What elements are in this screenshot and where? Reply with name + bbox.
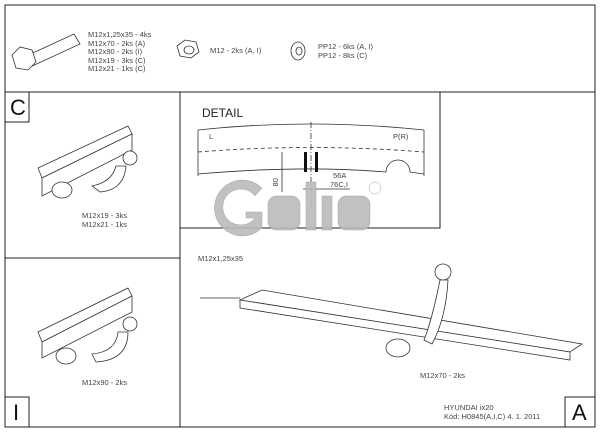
part-label: M12x90 - 2ks (I): [88, 47, 143, 57]
footer-code: Kód: H0845(A,I,C) 4. 1. 2011: [444, 412, 541, 421]
part-label: M12x21 - 1ks (C): [88, 64, 146, 74]
part-label: M12x19 - 3ks (C): [88, 55, 146, 65]
hitch-c-drawing: [37, 125, 138, 199]
part-label: PP12 - 6ks (A, I): [318, 42, 374, 51]
part-label: M12x1,25x35 - 4ks: [88, 30, 152, 39]
panel-a-callout-top: M12x1,25x35: [198, 254, 244, 263]
galia-logo: [214, 179, 382, 237]
detail-left-label: L: [209, 132, 214, 141]
washer-list: PP12 - 6ks (A, I) PP12 - 8ks (C): [318, 42, 374, 60]
panel-label-i: I: [13, 400, 20, 425]
part-label: M12x70 - 2ks (A): [88, 38, 146, 48]
washer-icon: [290, 41, 306, 61]
part-label: PP12 - 8ks (C): [318, 50, 368, 60]
hitch-a-drawing: [200, 263, 584, 361]
detail-bumper: [197, 122, 425, 210]
detail-dim-h1: 56A: [333, 171, 347, 180]
detail-right-label: P(R): [393, 132, 409, 141]
callout: M12x19 - 3ks: [82, 211, 128, 220]
hitch-i-drawing: [37, 287, 138, 365]
detail-dim-h2: 76C,I: [330, 180, 348, 189]
panel-i-callout: M12x90 - 2ks: [82, 378, 128, 387]
nut-label: M12 - 2ks (A, I): [210, 46, 262, 55]
bolt-icon: [11, 33, 81, 71]
panel-label-c: C: [10, 95, 26, 120]
panel-label-a: A: [572, 400, 587, 425]
bolt-list: M12x1,25x35 - 4ks M12x70 - 2ks (A) M12x9…: [88, 30, 152, 74]
detail-title: DETAIL: [202, 106, 244, 120]
nut-icon: [176, 39, 200, 59]
panel-c-callouts: M12x19 - 3ks M12x21 - 1ks: [82, 211, 128, 229]
footer-model: HYUNDAI ix20: [444, 403, 494, 412]
panel-a-callout-bottom: M12x70 - 2ks: [420, 371, 466, 380]
detail-dim-vertical: 80: [270, 178, 280, 187]
callout: M12x21 - 1ks: [82, 219, 128, 229]
